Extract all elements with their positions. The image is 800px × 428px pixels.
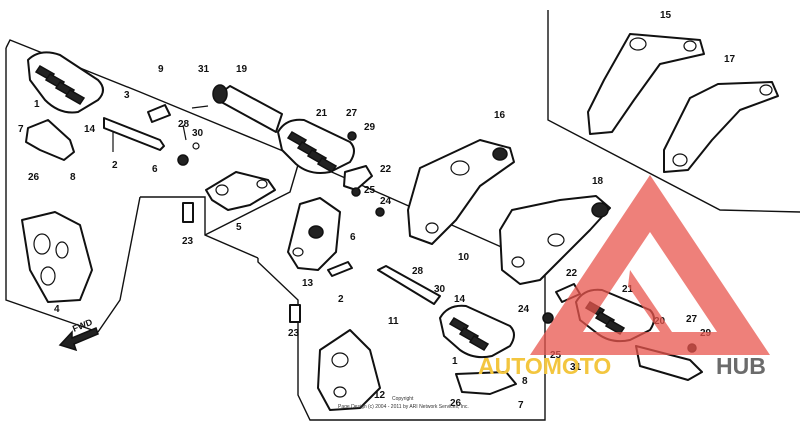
callout-7: 7 — [18, 124, 24, 135]
callout-26: 26 — [28, 172, 40, 183]
callout-6: 6 — [152, 164, 158, 175]
lower-footpeg-group — [317, 304, 517, 411]
callout-22: 22 — [380, 164, 392, 175]
callout-28: 28 — [178, 119, 190, 130]
callout-2-b: 2 — [338, 294, 344, 305]
callout-31-b: 31 — [570, 362, 582, 373]
callout-8: 8 — [70, 172, 76, 183]
callout-9: 9 — [158, 64, 164, 75]
callout-11: 11 — [388, 316, 399, 327]
callout-24-b: 24 — [518, 304, 530, 315]
callout-31: 31 — [198, 64, 210, 75]
pivot-shafts — [103, 104, 209, 166]
watermark-logo-icon — [530, 175, 770, 355]
callout-7-b: 7 — [518, 400, 524, 411]
callout-16: 16 — [494, 110, 506, 121]
callout-2: 2 — [112, 160, 118, 171]
callout-1-b: 1 — [452, 356, 458, 367]
callout-17: 17 — [724, 54, 736, 65]
callout-4: 4 — [54, 304, 60, 315]
callout-18: 18 — [592, 176, 604, 187]
top-right-brackets — [587, 33, 779, 173]
callout-5: 5 — [236, 222, 242, 233]
fwd-arrow-icon — [58, 326, 99, 352]
callout-15: 15 — [660, 10, 672, 21]
callout-14-b: 14 — [454, 294, 466, 305]
callout-19: 19 — [236, 64, 248, 75]
callout-30-b: 30 — [434, 284, 446, 295]
callout-12: 12 — [374, 390, 386, 401]
callout-25-b: 25 — [550, 350, 562, 361]
center-bracket-group — [287, 197, 441, 323]
right-bracket-18 — [499, 195, 611, 285]
callout-labels: 9 31 19 1 14 3 7 2 28 30 6 26 8 21 27 29… — [18, 10, 736, 411]
callout-25: 25 — [364, 185, 376, 196]
middle-footpeg-group — [277, 118, 385, 217]
right-bracket-16 — [407, 139, 515, 245]
callout-24: 24 — [380, 196, 392, 207]
callout-10: 10 — [458, 252, 470, 263]
callout-27-b: 27 — [686, 314, 698, 325]
callout-28-b: 28 — [412, 266, 424, 277]
left-footpeg-ribs — [34, 65, 86, 105]
watermark-brand-part1: AUTOMOTO — [478, 353, 611, 379]
callout-1: 1 — [34, 99, 40, 110]
callout-23-lower: 23 — [288, 328, 300, 339]
watermark-brand-part2: HUB — [716, 353, 766, 379]
callout-13: 13 — [302, 278, 314, 289]
callout-30: 30 — [192, 128, 204, 139]
callout-3: 3 — [124, 90, 130, 101]
callout-6-b: 6 — [350, 232, 356, 243]
automotohub-watermark: AUTOMOTO HUB — [478, 175, 770, 379]
copyright-line2: Page Design (c) 2004 - 2011 by ARI Netwo… — [338, 404, 469, 410]
left-footpeg-group — [21, 51, 104, 352]
callout-21-b: 21 — [622, 284, 634, 295]
callout-22-b: 22 — [566, 268, 578, 279]
callout-8-b: 8 — [522, 376, 528, 387]
callout-29: 29 — [364, 122, 376, 133]
callout-23-upper: 23 — [182, 236, 194, 247]
upper-middle-parts — [182, 84, 283, 223]
callout-26-b: 26 — [450, 398, 462, 409]
callout-21: 21 — [316, 108, 328, 119]
callout-27: 27 — [346, 108, 358, 119]
copyright-line1: Copyright — [392, 396, 414, 402]
callout-14: 14 — [84, 124, 96, 135]
